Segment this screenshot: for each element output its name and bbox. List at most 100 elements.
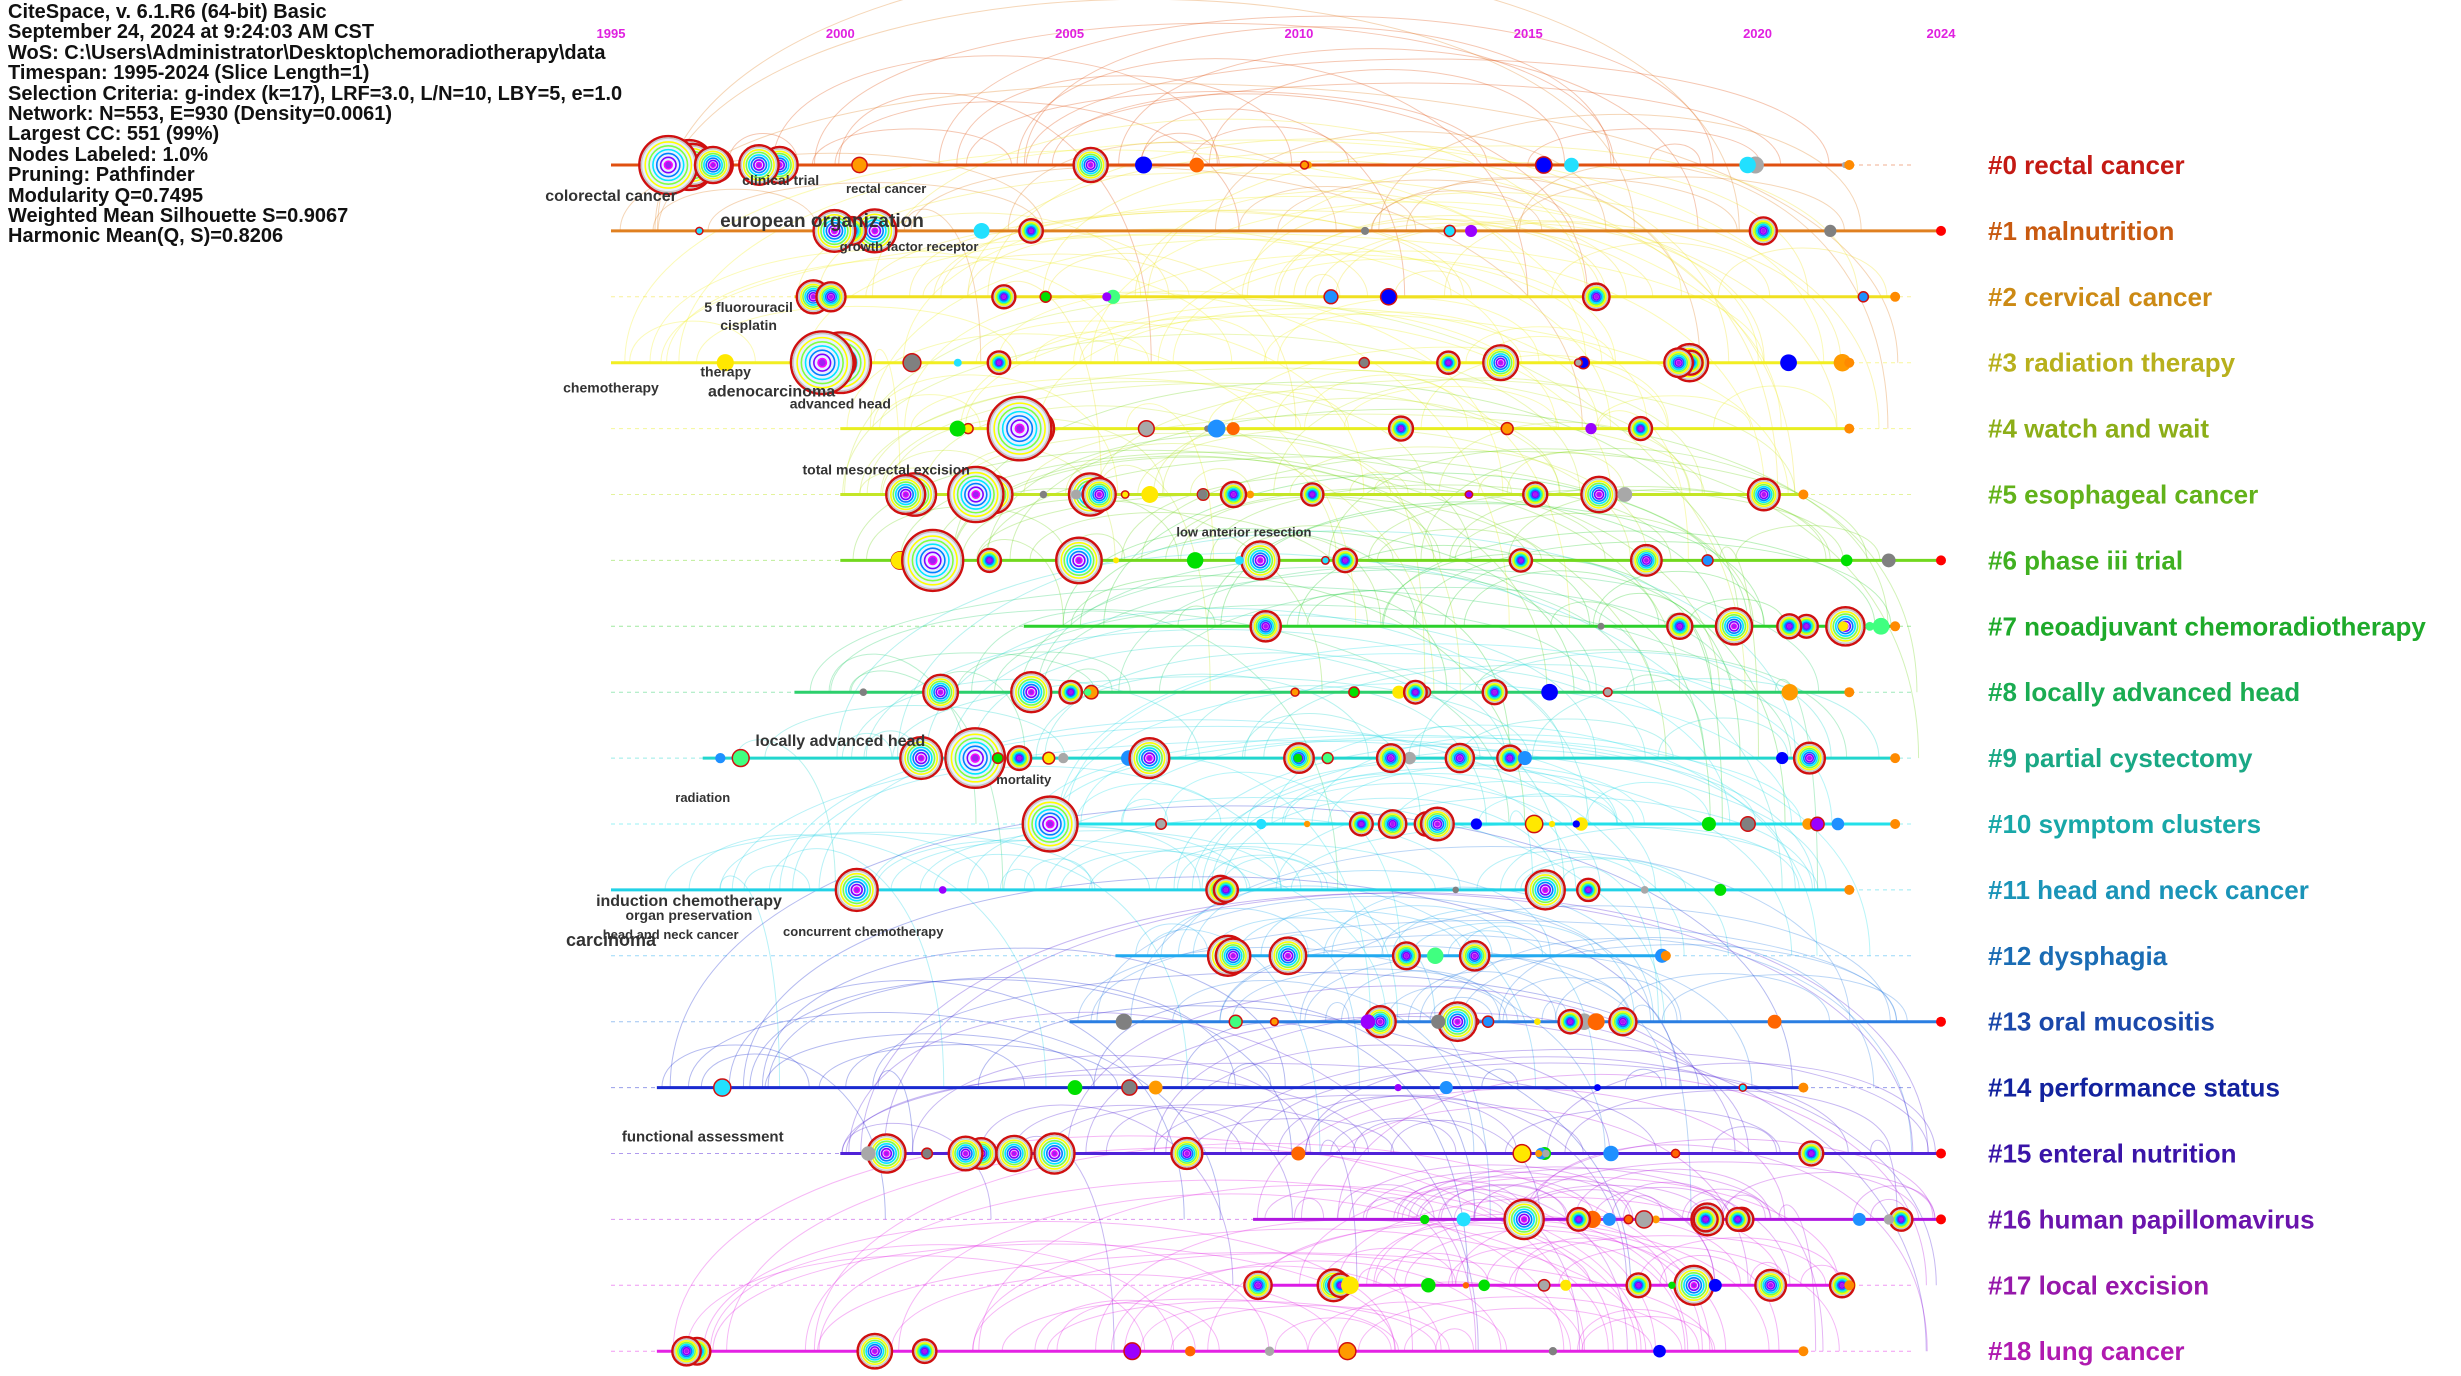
reference-node[interactable] <box>1269 1017 1279 1027</box>
reference-node[interactable] <box>1341 1276 1359 1295</box>
reference-node[interactable] <box>1387 415 1415 442</box>
reference-node[interactable] <box>1701 554 1714 567</box>
reference-node[interactable] <box>1881 553 1896 568</box>
reference-node[interactable] <box>1186 552 1204 569</box>
reference-node[interactable] <box>1496 744 1524 772</box>
reference-node[interactable] <box>1668 1281 1676 1289</box>
reference-node[interactable] <box>1084 688 1092 696</box>
reference-node[interactable] <box>1128 737 1171 780</box>
reference-node[interactable] <box>1781 683 1799 701</box>
reference-node[interactable] <box>1141 486 1159 503</box>
reference-node[interactable] <box>1039 290 1052 303</box>
reference-node[interactable] <box>1534 1018 1541 1025</box>
reference-node[interactable] <box>1360 1014 1376 1029</box>
reference-node[interactable] <box>1780 354 1797 372</box>
reference-node[interactable] <box>1348 686 1360 699</box>
reference-node[interactable] <box>1548 820 1556 828</box>
reference-node[interactable] <box>1392 685 1406 699</box>
reference-node[interactable] <box>1264 1346 1275 1356</box>
reference-node[interactable] <box>1936 555 1946 566</box>
reference-node[interactable] <box>1081 476 1117 513</box>
reference-node[interactable] <box>1767 1014 1782 1029</box>
reference-node[interactable] <box>1115 1013 1132 1030</box>
reference-node[interactable] <box>866 1133 907 1174</box>
reference-node[interactable] <box>1470 818 1482 830</box>
reference-node[interactable] <box>947 1135 984 1172</box>
reference-node[interactable] <box>1627 415 1654 442</box>
reference-node[interactable] <box>1725 1206 1751 1232</box>
reference-node[interactable] <box>1458 939 1491 972</box>
reference-node[interactable] <box>1500 421 1514 436</box>
reference-node[interactable] <box>851 156 868 174</box>
reference-node[interactable] <box>1602 687 1613 698</box>
reference-node[interactable] <box>1593 1084 1601 1092</box>
reference-node[interactable] <box>1653 1344 1666 1358</box>
reference-node[interactable] <box>1481 679 1508 706</box>
reference-node[interactable] <box>1798 1346 1809 1357</box>
reference-node[interactable] <box>1651 1215 1660 1224</box>
reference-node[interactable] <box>1010 671 1053 714</box>
reference-node[interactable] <box>638 134 699 196</box>
reference-node[interactable] <box>1576 877 1601 903</box>
reference-node[interactable] <box>1844 1280 1855 1291</box>
reference-node[interactable] <box>902 353 922 373</box>
reference-node[interactable] <box>1666 612 1694 641</box>
reference-node[interactable] <box>991 284 1017 310</box>
reference-node[interactable] <box>1058 679 1084 705</box>
reference-node[interactable] <box>1299 160 1310 170</box>
reference-node[interactable] <box>1573 358 1583 368</box>
reference-node[interactable] <box>812 208 857 253</box>
reference-node[interactable] <box>1852 1212 1866 1226</box>
reference-node[interactable] <box>1338 1342 1357 1361</box>
reference-node[interactable] <box>947 465 1005 524</box>
reference-node[interactable] <box>1249 609 1283 643</box>
reference-node[interactable] <box>1617 487 1633 502</box>
reference-node[interactable] <box>671 1335 702 1367</box>
reference-node[interactable] <box>1443 224 1457 238</box>
cluster-label[interactable]: #18 lung cancer <box>1988 1336 2185 1366</box>
reference-node[interactable] <box>922 673 960 711</box>
reference-node[interactable] <box>1403 751 1416 765</box>
reference-node[interactable] <box>899 736 944 781</box>
reference-node[interactable] <box>1739 156 1756 174</box>
reference-node[interactable] <box>1890 621 1901 632</box>
reference-node[interactable] <box>1189 157 1205 173</box>
reference-node[interactable] <box>1564 157 1579 173</box>
reference-node[interactable] <box>716 354 734 372</box>
reference-node[interactable] <box>1332 547 1359 574</box>
reference-node[interactable] <box>1883 1214 1895 1225</box>
reference-node[interactable] <box>1629 543 1663 577</box>
reference-node[interactable] <box>1522 481 1549 508</box>
reference-node[interactable] <box>1323 289 1339 305</box>
reference-node[interactable] <box>1379 287 1398 306</box>
reference-node[interactable] <box>1439 1081 1453 1095</box>
reference-node[interactable] <box>1235 555 1244 565</box>
reference-node[interactable] <box>1865 621 1875 631</box>
cluster-label[interactable]: #4 watch and wait <box>1988 414 2209 444</box>
reference-node[interactable] <box>1831 817 1845 831</box>
reference-node[interactable] <box>1844 884 1855 895</box>
reference-node[interactable] <box>1402 679 1428 705</box>
reference-node[interactable] <box>1776 752 1789 765</box>
reference-node[interactable] <box>1478 1279 1490 1292</box>
reference-node[interactable] <box>1055 536 1103 585</box>
reference-node[interactable] <box>1481 1015 1495 1028</box>
reference-node[interactable] <box>1936 1016 1946 1027</box>
reference-node[interactable] <box>1067 1080 1083 1096</box>
reference-node[interactable] <box>859 688 868 697</box>
cluster-label[interactable]: #17 local excision <box>1988 1270 2209 1300</box>
reference-node[interactable] <box>1936 1148 1946 1159</box>
reference-node[interactable] <box>1663 347 1695 379</box>
reference-node[interactable] <box>1508 548 1534 573</box>
reference-node[interactable] <box>995 1134 1033 1173</box>
cluster-label[interactable]: #2 cervical cancer <box>1988 282 2212 312</box>
reference-node[interactable] <box>1541 683 1558 701</box>
reference-node[interactable] <box>1844 687 1855 698</box>
cluster-label[interactable]: #9 partial cystectomy <box>1988 743 2253 773</box>
reference-node[interactable] <box>1844 357 1855 368</box>
reference-node[interactable] <box>1754 1268 1788 1302</box>
reference-node[interactable] <box>1121 1079 1138 1096</box>
reference-node[interactable] <box>1603 1145 1619 1162</box>
reference-node[interactable] <box>1465 224 1478 237</box>
reference-node[interactable] <box>1587 1013 1605 1031</box>
